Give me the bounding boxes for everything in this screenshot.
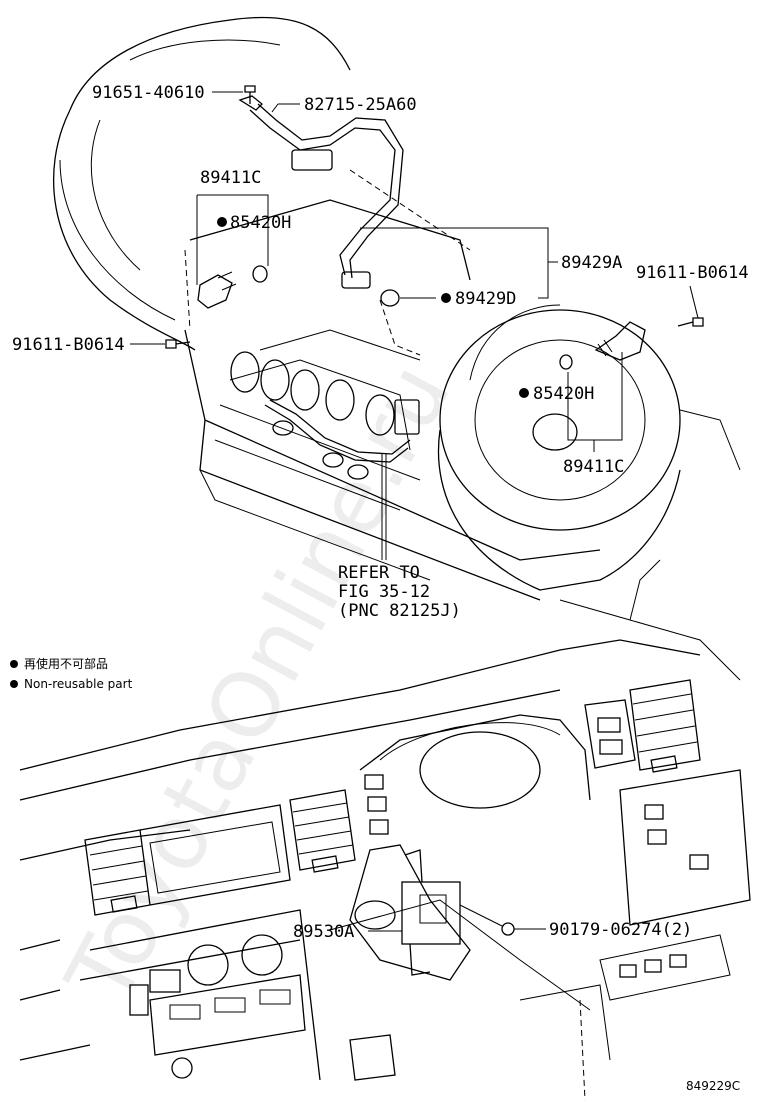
legend-dot-icon bbox=[10, 680, 18, 688]
oring-right bbox=[559, 354, 573, 370]
legend-en: Non-reusable part bbox=[24, 677, 133, 691]
callout-harness: 89429A bbox=[561, 253, 622, 273]
legend-jp: 再使用不可部品 bbox=[24, 656, 108, 671]
non-reusable-dot-icon bbox=[519, 388, 529, 398]
callout-bolt-right: 91611-B0614 bbox=[636, 263, 749, 283]
callout-nut: 90179-06274(2) bbox=[549, 920, 692, 940]
callout-ecu: 89530A bbox=[293, 922, 354, 942]
callout-oring-left: 85420H bbox=[230, 213, 291, 233]
legend: 再使用不可部品 Non-reusable part bbox=[10, 656, 133, 691]
speed-sensor-right bbox=[594, 321, 646, 361]
leader-lines-bottom bbox=[368, 904, 546, 932]
callout-bolt-top: 91651-40610 bbox=[92, 83, 205, 103]
refer-line-3: (PNC 82125J) bbox=[338, 601, 461, 621]
wire-connector bbox=[394, 399, 420, 435]
bolt-left-icon bbox=[165, 339, 191, 349]
callout-oring-right: 85420H bbox=[533, 384, 594, 404]
nut-icon bbox=[501, 922, 515, 936]
transmission-drawing bbox=[53, 16, 741, 601]
figure-id: 849229C bbox=[686, 1079, 740, 1093]
callout-sensor-left: 89411C bbox=[200, 168, 261, 188]
refer-line-2: FIG 35-12 bbox=[338, 582, 430, 602]
callout-bolt-left: 91611-B0614 bbox=[12, 335, 125, 355]
connector bbox=[291, 149, 333, 171]
callout-sensor-right: 89411C bbox=[563, 457, 624, 477]
non-reusable-dot-icon bbox=[441, 293, 451, 303]
harness-drawing bbox=[165, 85, 704, 480]
ecu-module bbox=[401, 881, 461, 945]
oring-left bbox=[252, 265, 268, 283]
non-reusable-dot-icon bbox=[217, 217, 227, 227]
callout-clamp: 89429D bbox=[455, 289, 516, 309]
refer-line-1: REFER TO bbox=[338, 563, 420, 583]
leader-lines-top bbox=[130, 91, 699, 560]
bolt-right-icon bbox=[677, 317, 704, 327]
bolt-top-icon bbox=[244, 85, 256, 104]
dashboard-drawing bbox=[19, 559, 751, 1101]
clamp-part bbox=[380, 289, 400, 307]
speed-sensor-left bbox=[197, 274, 233, 309]
callout-bracket: 82715-25A60 bbox=[304, 95, 417, 115]
legend-dot-icon bbox=[10, 660, 18, 668]
